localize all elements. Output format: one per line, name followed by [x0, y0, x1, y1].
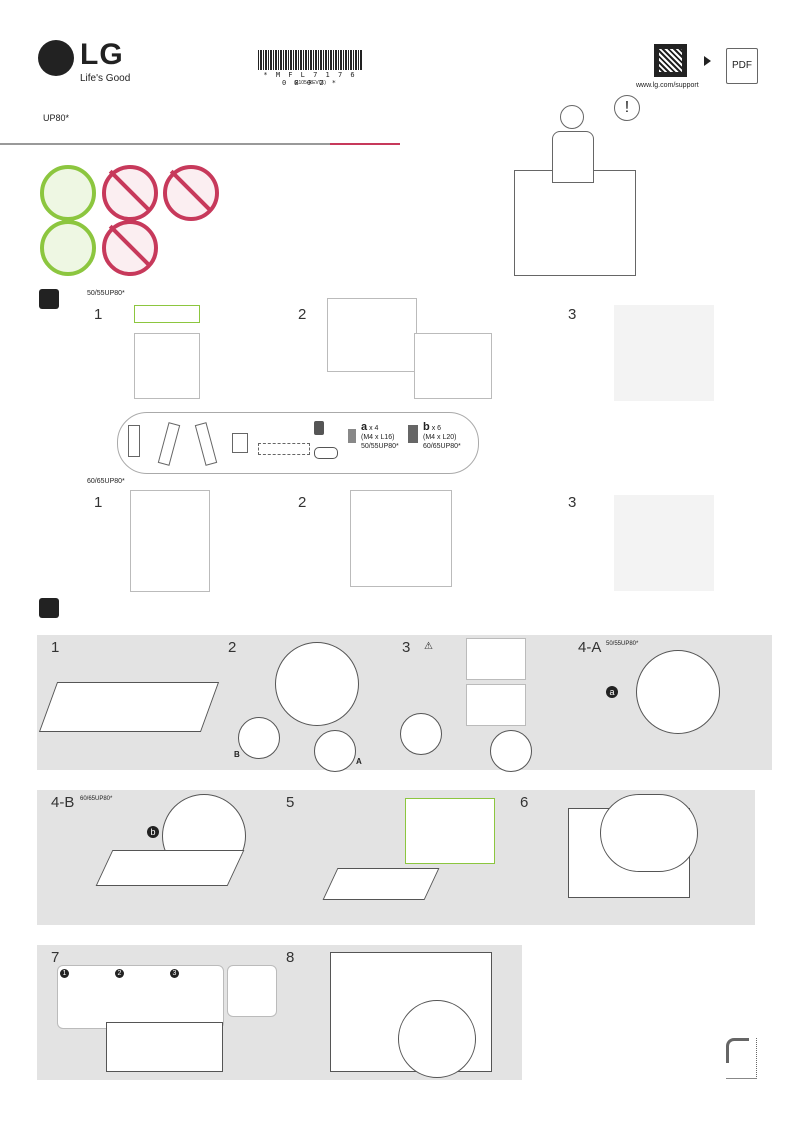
exclamation-icon: ! [614, 95, 640, 121]
unbox-step-3b: 3 [568, 494, 577, 511]
assembly-step-4a: 4-A [578, 639, 602, 656]
table-placement-large-illustration [614, 495, 714, 591]
screw-b-icon [408, 425, 418, 443]
table-placement-illustration [614, 305, 714, 401]
manual-icon [232, 433, 248, 453]
screw-a-detail-circle [636, 650, 720, 734]
assembly-step-6: 6 [520, 794, 529, 811]
screw-b-models: 60/65UP80* [423, 443, 461, 450]
foam-illustration [134, 305, 200, 323]
callout-a: A [356, 757, 362, 766]
unbox-step-2b: 2 [298, 494, 307, 511]
power-cord-icon [314, 447, 338, 459]
warning-triangle-icon: ⚠ [424, 641, 433, 652]
assembly-step-7: 7 [51, 949, 60, 966]
lock-detail-illustration [466, 684, 526, 726]
assembly-step-3: 3 [402, 639, 411, 656]
support-url: www.lg.com/support [636, 82, 699, 89]
header-divider [0, 143, 400, 145]
stand-detail-circle [275, 642, 359, 726]
lift-tv-illustration [327, 298, 417, 372]
substep-1: 1 [60, 969, 69, 978]
substep-3: 3 [170, 969, 179, 978]
tv-upright-illustration [405, 798, 495, 864]
screw-a-spec: (M4 x L16) [361, 434, 395, 441]
model-label-large: 60/65UP80* [87, 478, 125, 485]
large-box-illustration [130, 490, 210, 592]
barcode [258, 50, 362, 70]
unbox-step-1: 1 [94, 306, 103, 323]
cable-tie-icon [314, 421, 324, 435]
brand-tagline: Life's Good [80, 73, 131, 84]
carry-upright-ok-icon [40, 165, 96, 221]
pdf-icon: PDF [726, 48, 758, 84]
substep-2: 2 [115, 969, 124, 978]
lift-large-tv-illustration [350, 490, 452, 587]
screw-a-models: 50/55UP80* [361, 443, 399, 450]
press-screen-prohibited-icon [163, 165, 219, 221]
assembly-step-2: 2 [228, 639, 237, 656]
stand-right-circle [490, 730, 532, 772]
screw-b-count: x 6 [431, 425, 442, 432]
cable-routing-detail-circle [398, 1000, 476, 1078]
unbox-step-3: 3 [568, 306, 577, 323]
cable-holder-detail-circle [600, 794, 698, 872]
screwdriver-icon [39, 598, 59, 618]
brand-logo: LG [80, 38, 124, 71]
model-label-small: 50/55UP80* [87, 290, 125, 297]
carry-flat-prohibited-icon [102, 165, 158, 221]
step-4b-model: 60/65UP80* [80, 796, 113, 802]
assembly-step-1: 1 [51, 639, 60, 656]
tv-facedown-illustration [38, 682, 220, 732]
open-box-illustration [414, 333, 492, 399]
tv-flat-illustration [322, 868, 440, 900]
callout-b: B [234, 750, 240, 759]
stand-icon [194, 422, 218, 466]
assembly-step-8: 8 [286, 949, 295, 966]
touch-screen-prohibited-icon [102, 220, 158, 276]
barcode-revision: (2105-REV01) [294, 80, 326, 86]
unlock-detail-illustration [466, 638, 526, 680]
cable-holder-icon [258, 443, 310, 455]
parts-list: a x 4 (M4 x L16) 50/55UP80* b x 6 (M4 x … [117, 412, 479, 474]
screw-a-count: x 4 [369, 425, 379, 432]
hold-edge-ok-icon [40, 220, 96, 276]
lg-logo-icon [38, 40, 74, 76]
assembly-step-5: 5 [286, 794, 295, 811]
tv-box-illustration [134, 333, 200, 399]
tv-with-stands-illustration [95, 850, 245, 886]
screw-b-spec: (M4 x L20) [423, 434, 457, 441]
stand-a-circle [314, 730, 356, 772]
cable-management-substeps: 1 2 3 [57, 965, 224, 1029]
tv-back-cable-illustration [106, 1022, 223, 1072]
barcode-text: * M F L 7 1 7 6 0 8 0 2 * [263, 71, 357, 87]
qr-code-icon [654, 44, 687, 77]
step-4a-model: 50/55UP80* [606, 641, 639, 647]
stand-icon [157, 422, 181, 466]
page-turn-icon [720, 1036, 758, 1080]
clip-lock-detail [227, 965, 277, 1017]
caution-illustration: ! [494, 95, 644, 280]
screw-b-badge: b [147, 826, 159, 838]
arrow-right-icon [704, 56, 711, 66]
box-icon [39, 289, 59, 309]
screw-a-icon [348, 429, 356, 443]
remote-icon [128, 425, 140, 457]
stand-b-circle [238, 717, 280, 759]
screw-a-badge: a [606, 686, 618, 698]
stand-left-circle [400, 713, 442, 755]
model-name: UP80* [43, 113, 70, 123]
screw-b-label: b [423, 421, 430, 433]
unbox-step-2: 2 [298, 306, 307, 323]
assembly-step-4b: 4-B [51, 794, 75, 811]
screw-a-label: a [361, 421, 368, 433]
unbox-step-1b: 1 [94, 494, 103, 511]
